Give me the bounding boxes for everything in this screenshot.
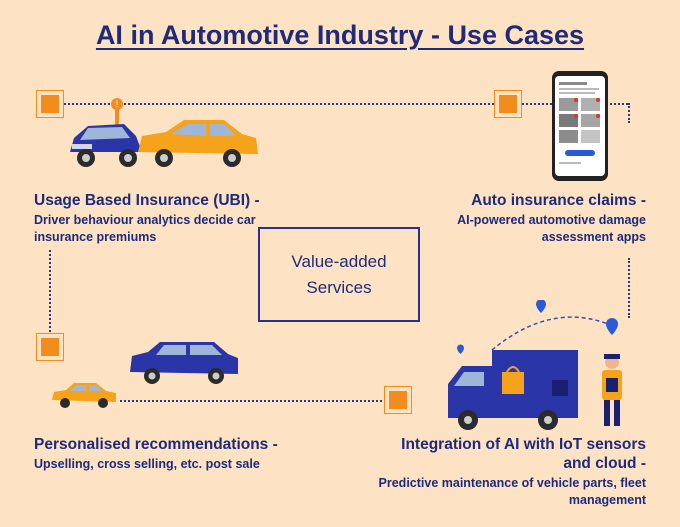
connector-bottom (120, 400, 382, 402)
ubi-block: Usage Based Insurance (UBI) - Driver beh… (34, 191, 294, 246)
recommendations-desc-line1: Upselling, cross selling, etc. post sale (34, 457, 260, 471)
iot-heading-line2: and cloud - (563, 455, 646, 472)
page-title: AI in Automotive Industry - Use Cases (95, 20, 585, 50)
connector-right-upper (628, 103, 630, 123)
ubi-desc-line2: insurance premiums (34, 230, 157, 244)
claims-heading: Auto insurance claims - (471, 192, 646, 209)
claims-desc-line1: AI-powered automotive damage (457, 213, 646, 227)
ubi-heading: Usage Based Insurance (UBI) - (34, 192, 260, 209)
car-collision-icon: ! (70, 98, 258, 167)
center-label-line1: Value-added (291, 251, 387, 271)
smartphone-app-icon (552, 71, 608, 181)
claims-desc-line2: assessment apps (541, 230, 646, 244)
iot-desc-line2: management (568, 493, 646, 507)
marker-claims (494, 90, 522, 118)
marker-iot (384, 386, 412, 414)
connector-top (64, 103, 494, 105)
center-label-line2: Services (306, 277, 372, 297)
claims-block: Auto insurance claims - AI-powered autom… (420, 191, 646, 246)
recommendations-heading: Personalised recommendations - (34, 436, 278, 453)
marker-recommendations (36, 333, 64, 361)
iot-desc-line1: Predictive maintenance of vehicle parts,… (378, 476, 646, 490)
connector-left (49, 250, 51, 332)
svg-text:!: ! (116, 99, 119, 109)
connector-right-lower (628, 258, 630, 318)
marker-ubi (36, 90, 64, 118)
suv-icon (130, 342, 238, 384)
recommendations-block: Personalised recommendations - Upselling… (34, 435, 334, 473)
ubi-desc-line1: Driver behaviour analytics decide car (34, 213, 256, 227)
iot-block: Integration of AI with IoT sensors and c… (346, 435, 646, 509)
iot-heading-line1: Integration of AI with IoT sensors (401, 436, 646, 453)
small-car-icon (52, 383, 116, 408)
value-added-services-box: Value-added Services (258, 227, 420, 322)
iot-truck-icon (448, 300, 622, 430)
